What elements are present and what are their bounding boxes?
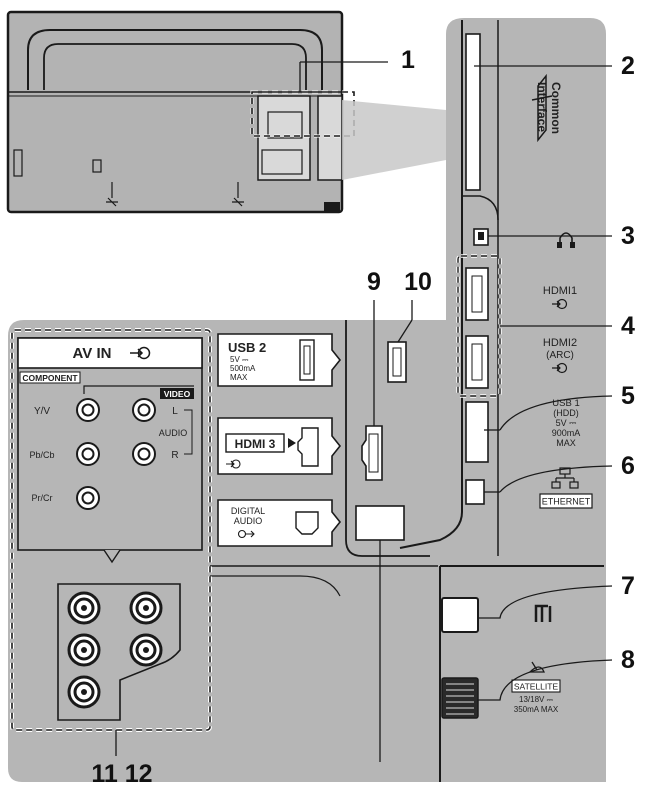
- callout-4: 4: [621, 312, 635, 340]
- satellite-label-line3: 350mA MAX: [514, 705, 559, 714]
- ethernet-label: ETHERNET: [542, 497, 591, 507]
- audio-l-jack[interactable]: [132, 398, 156, 422]
- satellite-label: SATELLITE: [514, 682, 559, 692]
- rca-jack-block: [57, 583, 181, 721]
- usb2-label-line3: 500mA: [230, 364, 256, 373]
- callout-2: 2: [621, 52, 635, 80]
- video-label: VIDEO: [164, 389, 191, 399]
- output-arrow-icon: [237, 529, 255, 539]
- pr-cr-label: Pr/Cr: [32, 493, 53, 503]
- usb1-port[interactable]: [465, 401, 489, 463]
- usb1-label-line3: 5V ⎓: [556, 418, 577, 428]
- callout-3: 3: [621, 222, 635, 250]
- callout-5: 5: [621, 382, 635, 410]
- input-arrow-icon: [552, 298, 568, 310]
- optical-digital-audio-port[interactable]: [355, 505, 405, 541]
- callout-leaders: [115, 61, 613, 762]
- component-label: COMPONENT: [22, 373, 78, 383]
- pb-cb-label: Pb/Cb: [29, 450, 54, 460]
- usb1-label-line4: 900mA: [552, 428, 581, 438]
- audio-r-jack[interactable]: [132, 442, 156, 466]
- input-arrow-icon: [130, 346, 151, 360]
- input-arrow-icon: [226, 459, 241, 469]
- audio-l-label: L: [172, 406, 178, 417]
- callout-11-12: 11 12: [91, 760, 152, 788]
- usb1-label-line2: (HDD): [553, 408, 579, 418]
- component-pb-jack[interactable]: [76, 442, 100, 466]
- digital-audio-label-line2: AUDIO: [234, 516, 263, 526]
- rca-jack[interactable]: [129, 633, 163, 667]
- hdmi2-label-line1: HDMI2: [543, 337, 577, 349]
- tv-rear-overview: [6, 10, 356, 214]
- callout-7: 7: [621, 572, 635, 600]
- satellite-label-line2: 13/18V ⎓: [519, 695, 554, 704]
- av-in-title: AV IN: [73, 345, 112, 362]
- component-y-jack[interactable]: [76, 398, 100, 422]
- network-icon: [551, 467, 579, 489]
- ethernet-port[interactable]: [465, 479, 485, 505]
- hdmi3-port[interactable]: [361, 425, 383, 481]
- hdmi2-label-line2: (ARC): [546, 350, 574, 361]
- satellite-terminal[interactable]: [441, 677, 479, 719]
- digital-audio-label-line1: DIGITAL: [231, 506, 265, 516]
- hdmi3-port-symbol: [297, 427, 319, 467]
- av-in-panel: AV IN COMPONENT VIDEO Y/V Pb/Cb Pr/Cr L …: [17, 337, 203, 564]
- callout-9: 9: [367, 268, 381, 296]
- ci-card-icon: [531, 73, 553, 143]
- callout-10: 10: [404, 268, 432, 296]
- input-arrow-icon: [552, 362, 568, 374]
- usb1-label-line1: USB 1: [552, 398, 579, 409]
- common-interface-line2: Interface: [535, 82, 549, 132]
- satellite-dish-icon: [528, 661, 545, 673]
- usb2-label-line1: USB 2: [228, 340, 266, 355]
- optical-port-symbol: [295, 511, 319, 535]
- antenna-icon: [534, 604, 552, 622]
- zoom-beam: [342, 100, 446, 180]
- callout-1: 1: [401, 46, 415, 74]
- common-interface-slot[interactable]: [465, 33, 481, 191]
- callout-8: 8: [621, 646, 635, 674]
- headphone-icon: [557, 232, 575, 248]
- usb2-label-line4: MAX: [230, 373, 248, 382]
- usb1-label-line5: MAX: [556, 438, 576, 448]
- y-v-label: Y/V: [34, 406, 50, 417]
- audio-label: AUDIO: [159, 428, 188, 438]
- antenna-terminal[interactable]: [441, 597, 479, 633]
- callout-6: 6: [621, 452, 635, 480]
- usb2-box: USB 2 5V ⎓ 500mA MAX: [217, 333, 342, 387]
- hdmi3-label: HDMI 3: [235, 437, 276, 451]
- digital-audio-box: DIGITAL AUDIO: [217, 499, 342, 547]
- rca-jack[interactable]: [67, 675, 101, 709]
- audio-r-label: R: [171, 450, 178, 461]
- common-interface-line1: Common: [549, 82, 563, 134]
- usb2-label-line2: 5V ⎓: [230, 355, 249, 364]
- rca-jack[interactable]: [67, 591, 101, 625]
- rca-jack[interactable]: [129, 591, 163, 625]
- hdmi3-box: HDMI 3: [217, 417, 342, 475]
- rca-jack[interactable]: [67, 633, 101, 667]
- common-interface-label: Common Interface: [535, 82, 563, 134]
- hdmi1-label: HDMI1: [543, 285, 577, 297]
- component-pr-jack[interactable]: [76, 486, 100, 510]
- usb2-port-symbol: [299, 339, 315, 381]
